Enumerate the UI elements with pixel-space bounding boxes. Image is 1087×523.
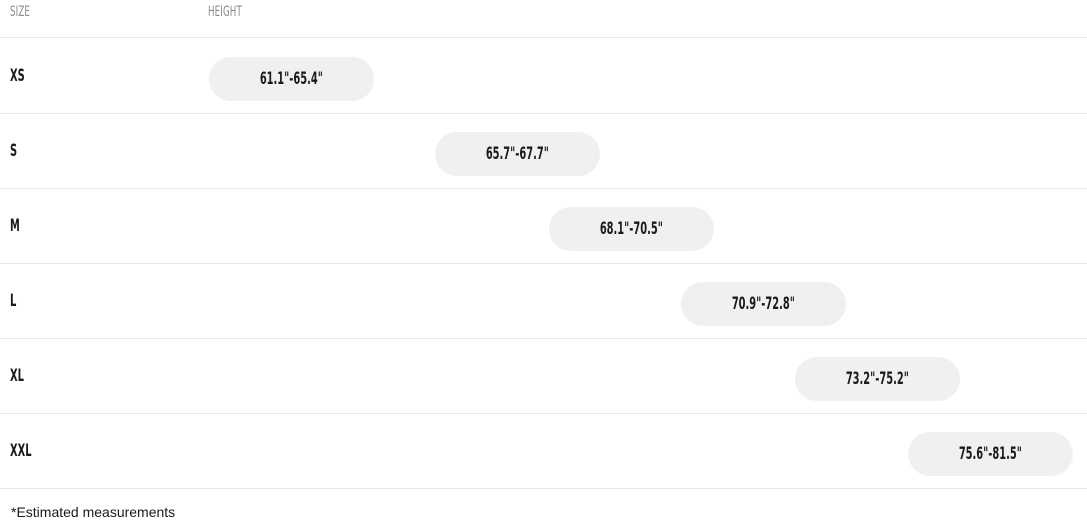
- column-header-size: SIZE: [10, 4, 31, 20]
- table-row: S 65.7"-67.7": [0, 114, 1087, 189]
- column-header-height: HEIGHT: [208, 4, 242, 20]
- table-row: M 68.1"-70.5": [0, 189, 1087, 264]
- height-range-text: 75.6"-81.5": [958, 444, 1023, 464]
- size-label: M: [10, 216, 20, 236]
- table-row: XS 61.1"-65.4": [0, 39, 1087, 114]
- table-row: XL 73.2"-75.2": [0, 339, 1087, 414]
- size-label: XXL: [10, 441, 32, 461]
- height-range-pill: 65.7"-67.7": [435, 132, 600, 176]
- height-range-text: 65.7"-67.7": [485, 144, 550, 164]
- table-header: SIZE HEIGHT: [0, 0, 1087, 38]
- height-range-text: 70.9"-72.8": [731, 294, 796, 314]
- table-row: L 70.9"-72.8": [0, 264, 1087, 339]
- height-range-text: 73.2"-75.2": [845, 369, 910, 389]
- size-label: S: [10, 141, 18, 161]
- estimated-measurements-note: *Estimated measurements: [11, 504, 176, 520]
- size-label: XS: [10, 66, 25, 86]
- height-range-pill: 73.2"-75.2": [795, 357, 960, 401]
- height-range-text: 68.1"-70.5": [599, 219, 664, 239]
- height-range-pill: 75.6"-81.5": [908, 432, 1073, 476]
- size-label: XL: [10, 366, 24, 386]
- height-range-text: 61.1"-65.4": [259, 69, 324, 89]
- height-range-pill: 70.9"-72.8": [681, 282, 846, 326]
- height-range-pill: 61.1"-65.4": [209, 57, 374, 101]
- size-label: L: [10, 291, 17, 311]
- height-range-pill: 68.1"-70.5": [549, 207, 714, 251]
- table-row: XXL 75.6"-81.5": [0, 414, 1087, 489]
